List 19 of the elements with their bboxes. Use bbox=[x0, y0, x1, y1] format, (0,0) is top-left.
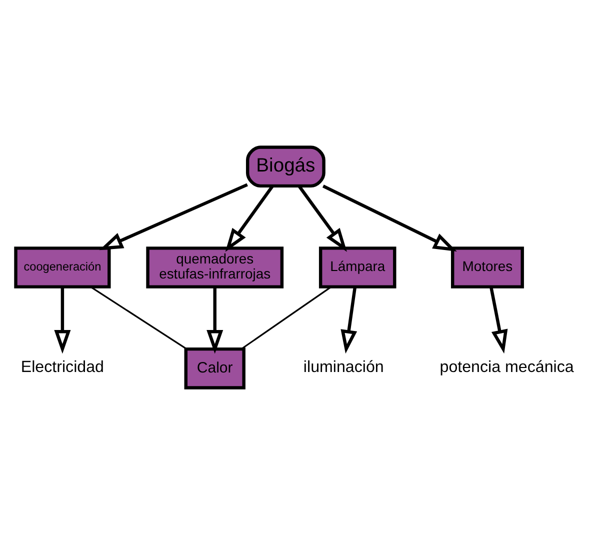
arrow bbox=[322, 184, 457, 252]
arrow bbox=[298, 185, 347, 252]
arrow bbox=[99, 183, 248, 250]
arrow bbox=[340, 286, 358, 354]
arrow bbox=[54, 287, 71, 354]
connector bbox=[241, 286, 332, 350]
arrow bbox=[225, 185, 274, 252]
node-text: Electricidad bbox=[20, 358, 104, 376]
node-text: iluminación bbox=[303, 358, 384, 376]
connector bbox=[90, 286, 187, 350]
node-box: Lámpara bbox=[318, 246, 396, 288]
arrow bbox=[490, 286, 508, 354]
node-box: Biogás bbox=[246, 146, 326, 188]
node-box: Motores bbox=[450, 246, 524, 288]
node-box: quemadores estufas-infrarrojas bbox=[146, 246, 284, 288]
arrow bbox=[206, 287, 224, 354]
node-box: coogeneración bbox=[14, 246, 111, 288]
node-box: Calor bbox=[184, 347, 246, 390]
node-text: potencia mecánica bbox=[440, 358, 574, 376]
